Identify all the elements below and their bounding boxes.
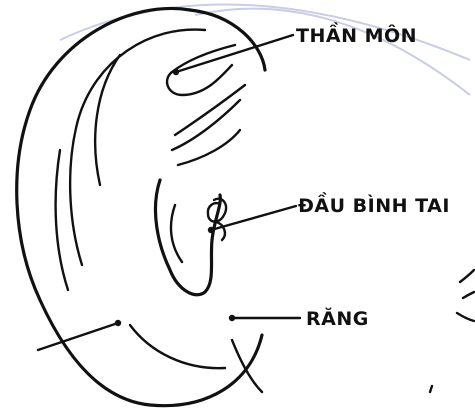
than-mon-pointer [173,35,293,75]
label-dau-binh-tai: ĐẦU BÌNH TAI [298,191,450,217]
label-than-mon: THẦN MÔN [296,21,417,47]
label-rang: RĂNG [306,306,369,330]
ear-icon [17,8,265,405]
rang-pointer [229,315,300,321]
adjacent-figure-fragment [430,270,474,392]
